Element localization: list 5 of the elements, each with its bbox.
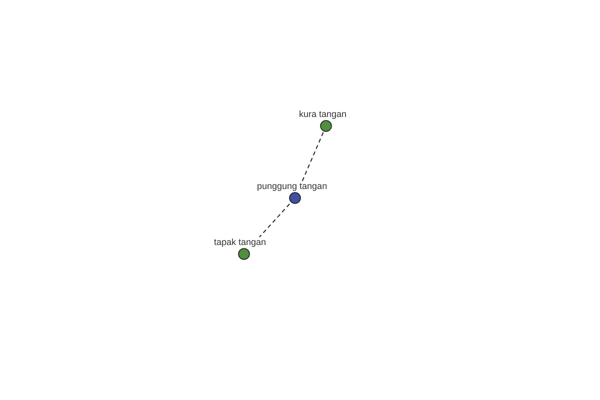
dashed-connector-line	[258, 204, 290, 238]
node-label: kura tangan	[299, 109, 347, 120]
node-label: punggung tangan	[257, 181, 328, 192]
node-label: tapak tangan	[214, 237, 266, 248]
dashed-connector-line	[302, 132, 324, 182]
